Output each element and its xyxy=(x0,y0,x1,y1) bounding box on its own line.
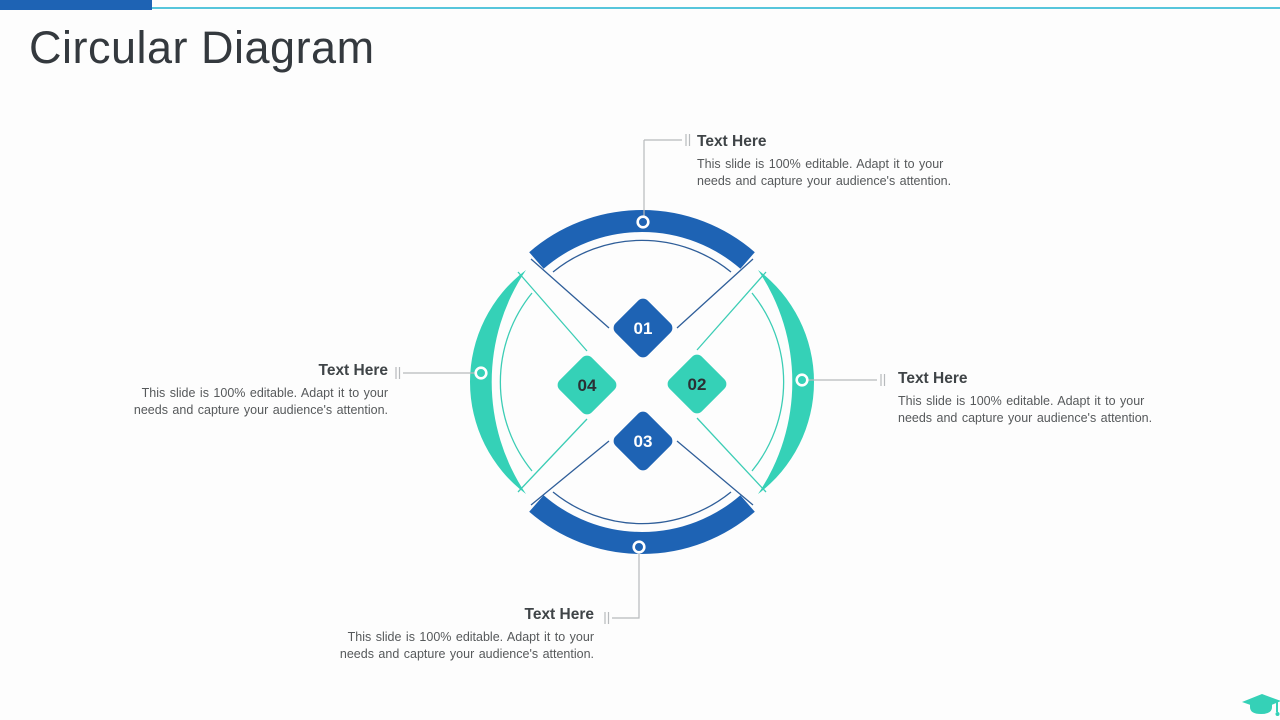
connector-dot-bottom xyxy=(632,540,646,554)
thin-diagonal-lines xyxy=(517,258,767,506)
diamond-01-number: 01 xyxy=(634,319,653,338)
header-accent-line xyxy=(152,7,1280,9)
callout-top-heading: Text Here xyxy=(697,133,767,150)
diamond-03-number: 03 xyxy=(634,432,653,451)
connector-dot-right xyxy=(795,373,809,387)
arc-segment-top xyxy=(529,210,755,269)
diamond-01 xyxy=(611,296,675,360)
diagonal-line xyxy=(676,440,754,506)
callout-bottom-body: This slide is 100% editable. Adapt it to… xyxy=(339,630,594,661)
leader-line-bottom xyxy=(612,553,640,619)
graduation-cap-icon xyxy=(1242,694,1280,716)
callout-right-body: This slide is 100% editable. Adapt it to… xyxy=(898,394,1153,425)
diagonal-line xyxy=(517,271,588,352)
diamond-02-number: 02 xyxy=(688,375,707,394)
header-accent-bar xyxy=(0,0,152,10)
thin-arc-top xyxy=(552,239,732,273)
diagonal-line xyxy=(530,440,610,506)
diamond-04-number: 04 xyxy=(578,376,597,395)
arc-segment-left xyxy=(470,270,526,494)
callout-bottom-heading: Text Here xyxy=(524,606,595,623)
thin-arc-bottom xyxy=(552,491,732,525)
thin-inner-arcs xyxy=(499,239,785,525)
callout-left-heading: Text Here xyxy=(318,362,389,379)
diagonal-line xyxy=(676,258,754,329)
page-title: Circular Diagram xyxy=(29,22,375,73)
callout-left-body: This slide is 100% editable. Adapt it to… xyxy=(133,386,388,417)
diagonal-line xyxy=(517,418,588,493)
connector-dot-top xyxy=(636,215,650,229)
diagonal-line xyxy=(696,417,767,493)
diagonal-line xyxy=(696,271,767,351)
diamond-04 xyxy=(555,353,619,417)
leader-lines xyxy=(395,134,886,624)
callout-right-heading: Text Here xyxy=(898,370,968,387)
number-diamonds: 01 02 03 04 xyxy=(555,296,729,473)
diamond-03 xyxy=(611,409,675,473)
callout-top-body: This slide is 100% editable. Adapt it to… xyxy=(697,157,952,188)
callout-bottom: Text Here This slide is 100% editable. A… xyxy=(326,606,594,662)
callout-top: Text Here This slide is 100% editable. A… xyxy=(697,133,965,189)
callout-left: Text Here This slide is 100% editable. A… xyxy=(120,362,388,418)
arc-segment-right xyxy=(758,270,814,494)
diamond-02 xyxy=(665,352,729,416)
thin-arc-left xyxy=(499,292,533,472)
diagonal-line xyxy=(530,258,610,329)
thin-arc-right xyxy=(751,292,785,472)
callout-right: Text Here This slide is 100% editable. A… xyxy=(898,370,1166,426)
connector-dot-left xyxy=(474,366,488,380)
connector-dots xyxy=(474,215,809,554)
